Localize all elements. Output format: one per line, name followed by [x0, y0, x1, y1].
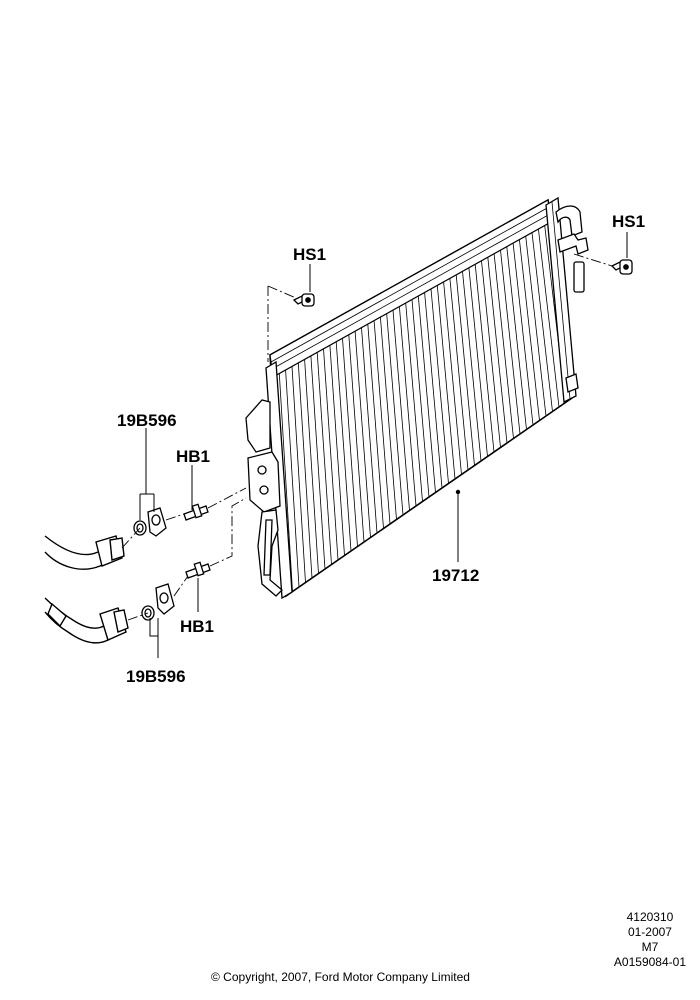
callout-hs1-left: HS1 [293, 245, 326, 264]
condenser-fin [449, 278, 469, 471]
copyright-notice: © Copyright, 2007, Ford Motor Company Li… [211, 970, 470, 984]
condenser-fin [487, 257, 508, 444]
callout-hs1-right: HS1 [612, 212, 645, 231]
condenser-fin [361, 327, 378, 534]
condenser-fin [367, 324, 384, 529]
condenser-fin [392, 310, 410, 511]
condenser-fin [291, 366, 306, 583]
condenser-fin [481, 260, 501, 448]
callout-hb1-top: HB1 [176, 447, 210, 466]
callout-hb1-bottom: HB1 [180, 617, 214, 636]
condenser-fin [500, 250, 521, 435]
upper-seal-parts [133, 507, 167, 537]
condenser-fin [519, 239, 540, 421]
condenser-fin [430, 288, 449, 484]
callout-19b596-top: 19B596 [117, 411, 177, 430]
alignment-lines [121, 253, 613, 621]
condenser-fin [455, 274, 475, 466]
condenser-right-pipes [555, 205, 589, 393]
condenser-left-bracket [245, 399, 283, 597]
leader-dot [455, 489, 461, 495]
condenser-fin [323, 348, 339, 561]
condenser-fin [380, 317, 397, 520]
condenser-fin [373, 320, 391, 525]
condenser-fin [316, 352, 332, 565]
reference-block: 4120310 01-2007 M7 A0159084-01 [614, 910, 686, 970]
condenser-fin [297, 362, 313, 579]
condenser-fin [538, 228, 560, 408]
condenser-fin [462, 271, 482, 462]
condenser-fin [474, 264, 495, 453]
reference-line-1: 4120310 [626, 910, 674, 924]
condenser-fin [310, 355, 326, 570]
condenser-fin [405, 302, 423, 502]
upper-stud [183, 503, 209, 521]
condenser-fin [285, 369, 300, 588]
condenser-fin [525, 236, 547, 417]
condenser-fin [329, 345, 345, 556]
condenser-fin [512, 243, 534, 426]
reference-line-3: M7 [641, 940, 659, 954]
reference-line-2: 01-2007 [627, 925, 672, 939]
condenser-core [265, 196, 577, 600]
condenser-fin [436, 285, 456, 480]
lower-hose-assembly [44, 597, 129, 644]
callout-19712: 19712 [432, 566, 479, 585]
condenser-fin [531, 232, 553, 412]
condenser-fin [468, 267, 488, 457]
condenser-fin [354, 331, 371, 538]
condenser-fin [424, 292, 443, 489]
condenser-fin [304, 359, 319, 574]
condenser-fin [443, 281, 462, 475]
condenser-fin [278, 373, 293, 592]
condenser-fin [335, 341, 352, 552]
condenser-fin [411, 299, 430, 498]
condenser-fin [386, 313, 404, 516]
condenser-fin [417, 295, 436, 493]
leader-lines [139, 232, 628, 658]
condenser-fin [399, 306, 417, 507]
upper-hose-assembly [44, 535, 125, 570]
reference-line-4: A0159084-01 [613, 955, 686, 969]
lower-seal-parts [141, 583, 175, 621]
condenser-fin [342, 338, 358, 547]
callout-19b596-bottom: 19B596 [126, 667, 186, 686]
right-bolt [610, 259, 633, 275]
condenser-fin [348, 334, 365, 543]
lower-stud [185, 561, 211, 579]
condenser-fin [493, 253, 514, 439]
condenser-fin [506, 246, 527, 430]
left-bolt [292, 293, 315, 307]
